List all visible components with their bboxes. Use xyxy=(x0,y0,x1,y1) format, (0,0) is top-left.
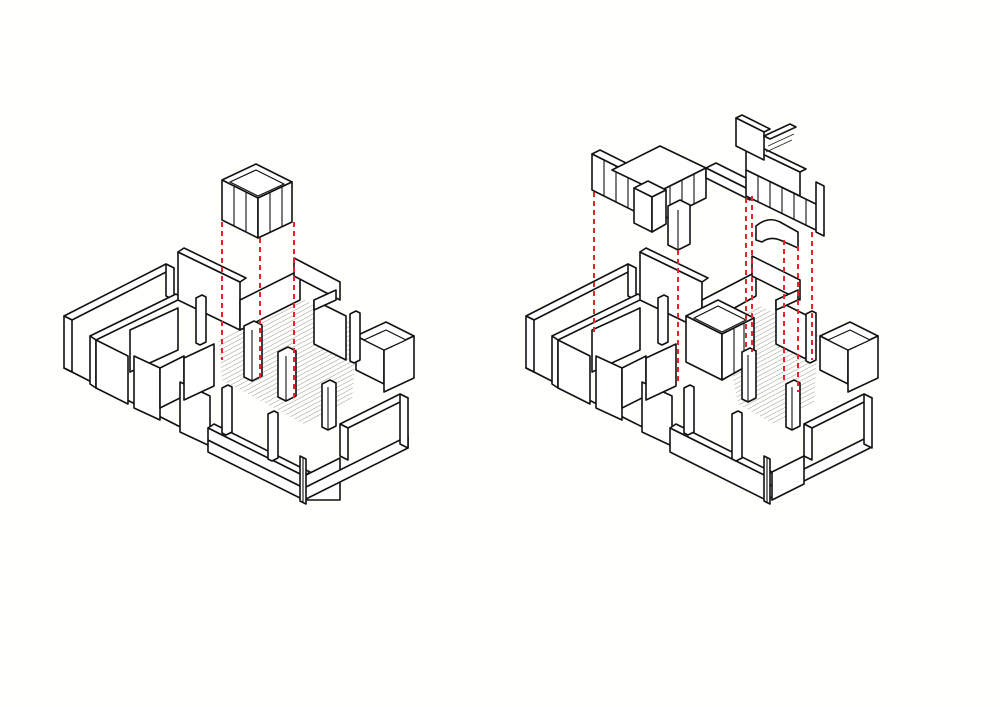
left-outer-wall-west xyxy=(63,263,175,321)
right-exploded-shelf-line-1 xyxy=(769,126,797,140)
right-exploded-shelf xyxy=(763,123,797,140)
left-front-wall-east-end xyxy=(399,393,409,449)
left-axonometric-plan xyxy=(63,163,415,505)
left-outer-wall-west-face xyxy=(63,315,73,373)
left-column-6 xyxy=(195,294,207,346)
right-right-room-inner xyxy=(827,329,871,351)
right-exploded-fin-wall-right xyxy=(705,167,751,201)
right-exploded-elements xyxy=(591,114,825,251)
left-column-5 xyxy=(221,384,233,436)
left-room-partition-3 xyxy=(133,355,161,421)
left-right-room-inner xyxy=(363,329,407,351)
left-column-2 xyxy=(277,346,297,402)
right-back-wall-a-top xyxy=(639,247,709,283)
left-column-1 xyxy=(243,320,263,382)
left-front-wall-east-face xyxy=(339,423,349,461)
left-projection-lines xyxy=(221,222,295,400)
right-front-wall-east-face xyxy=(803,423,813,461)
left-back-wall-a-top xyxy=(177,247,247,283)
left-back-wall-e xyxy=(313,289,337,311)
left-exploded-module xyxy=(221,163,293,239)
left-module-top-inner xyxy=(229,169,285,197)
right-exploded-long-fin-wall-end xyxy=(815,181,825,237)
right-column-5 xyxy=(657,294,669,346)
left-column-7 xyxy=(349,310,361,364)
right-exploded-shelf-line-2 xyxy=(767,133,795,147)
right-column-6 xyxy=(805,310,817,364)
right-exploded-curved-element xyxy=(755,218,799,249)
right-room-partition-3 xyxy=(595,355,623,421)
right-column-2 xyxy=(785,379,801,431)
right-column-4 xyxy=(683,384,695,436)
right-exploded-small-box-face-b xyxy=(651,189,667,233)
left-room-partition-6 xyxy=(183,343,215,401)
right-axonometric-plan xyxy=(525,114,879,505)
right-outer-wall-west-top-face xyxy=(627,263,637,301)
right-outer-wall-west-face xyxy=(525,315,535,373)
right-room-partition-6 xyxy=(645,343,677,401)
right-room-partition-1 xyxy=(557,339,591,405)
right-outer-wall-west xyxy=(525,263,637,321)
right-front-wall-mid xyxy=(771,455,805,501)
left-back-wall-d xyxy=(313,299,347,361)
left-module-face-right xyxy=(257,181,293,239)
left-outer-wall-west-top-face xyxy=(165,263,175,301)
right-projection-lines xyxy=(593,192,813,392)
left-column-3 xyxy=(321,379,337,431)
right-column-1 xyxy=(741,347,757,403)
right-exploded-slab xyxy=(667,199,691,251)
right-room-wall-a-face xyxy=(551,335,559,389)
left-back-wall-b xyxy=(239,269,301,331)
left-room-partition-1 xyxy=(95,339,129,405)
right-exploded-tall-wall-face xyxy=(735,117,765,161)
right-front-wall-east-end xyxy=(863,393,873,449)
right-exploded-shelf-line-3 xyxy=(765,139,793,153)
left-room-partition-2 xyxy=(129,307,179,373)
left-column-4 xyxy=(267,410,279,462)
right-room-partition-2 xyxy=(591,307,641,373)
left-room-wall-a-face xyxy=(89,335,97,389)
right-column-3 xyxy=(731,410,743,462)
